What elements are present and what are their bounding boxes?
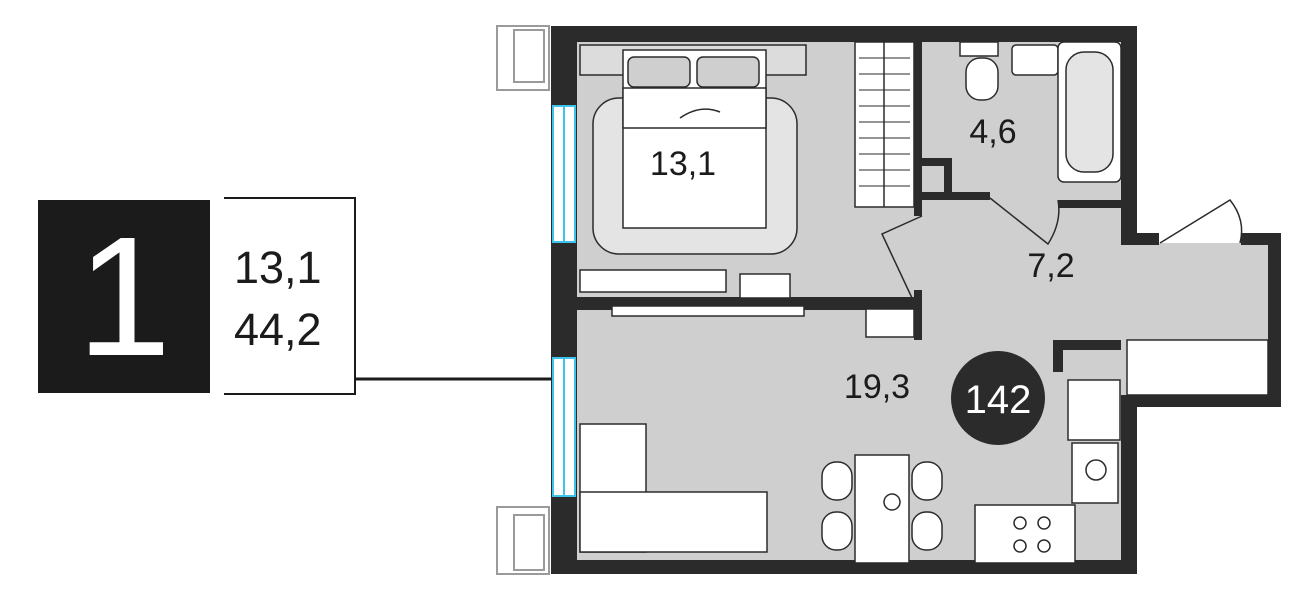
rooms-count-badge: 1 [38,200,210,393]
apartment-number-circle [951,351,1045,445]
living-kitchen-area-label: 19,3 [844,368,910,406]
bedroom-furniture [579,44,807,299]
bathroom-fixtures [959,41,1122,183]
rooms-count: 1 [76,201,172,392]
kitchen-units [974,339,1269,564]
balcony-rail-top [496,25,550,91]
area-info-box: 13,1 44,2 [224,197,356,395]
total-area-value: 44,2 [234,304,322,355]
wardrobe [854,41,915,208]
apartment-number: 142 [965,378,1032,422]
bedroom-area-label: 13,1 [650,145,716,183]
windows [552,105,576,497]
balcony-rail-bottom [496,506,550,575]
wardrobe-hangers [859,57,910,187]
living-area-value: 13,1 [234,242,322,293]
hallway-area-label: 7,2 [1027,247,1074,285]
doors [880,197,1243,299]
bathroom-area-label: 4,6 [969,113,1016,151]
living-furniture [579,305,943,564]
